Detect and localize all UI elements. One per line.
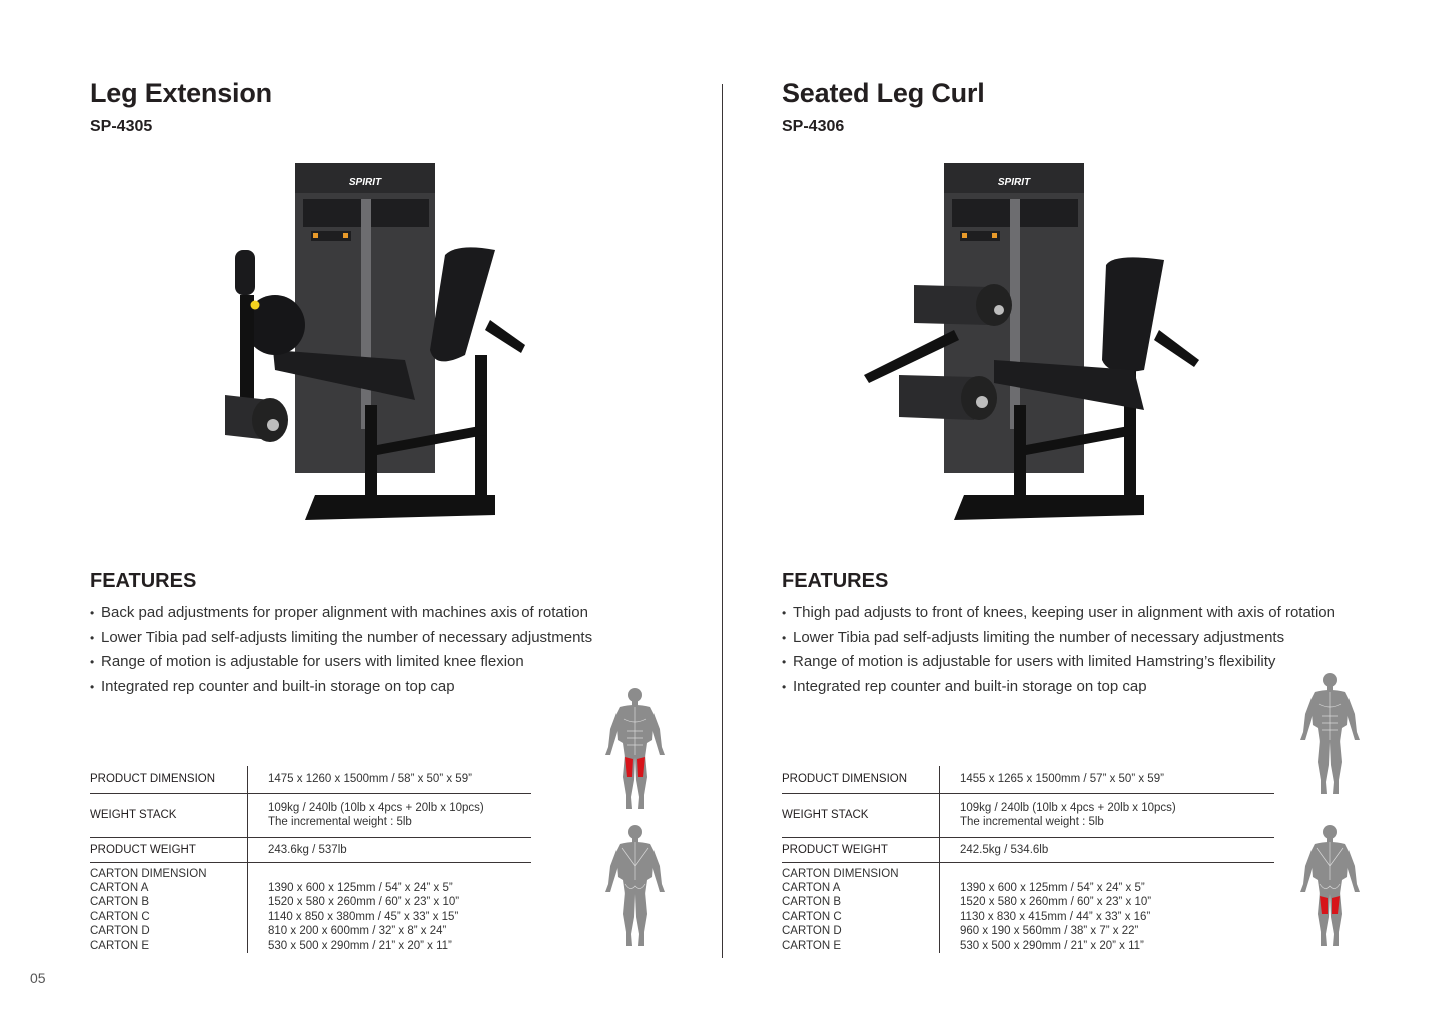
feature-item: •Range of motion is adjustable for users… [782, 650, 1335, 675]
spec-row-carton-dimension: CARTON DIMENSION CARTON A CARTON B CARTO… [90, 862, 531, 953]
spec-row-weight-stack: WEIGHT STACK 109kg / 240lb (10lb x 4pcs … [782, 793, 1274, 838]
muscle-diagram-front [1295, 670, 1365, 800]
spec-row-weight-stack: WEIGHT STACK 109kg / 240lb (10lb x 4pcs … [90, 793, 531, 838]
product-model-number: SP-4305 [90, 118, 153, 135]
feature-item: •Lower Tibia pad self-adjusts limiting t… [782, 626, 1335, 651]
spec-row-product-dimension: PRODUCT DIMENSION 1455 x 1265 x 1500mm /… [782, 766, 1274, 794]
spec-table: PRODUCT DIMENSION 1475 x 1260 x 1500mm /… [90, 766, 531, 953]
feature-item: •Integrated rep counter and built-in sto… [782, 675, 1335, 700]
muscle-diagram-back [600, 822, 670, 952]
bullet-icon: • [90, 679, 95, 694]
svg-text:SPIRIT: SPIRIT [349, 177, 382, 188]
muscle-diagram-back-hamstrings [1295, 822, 1365, 952]
machine-image-seated-leg-curl: SPIRIT [844, 155, 1214, 555]
product-title: Leg Extension [90, 78, 272, 108]
product-seated-leg-curl: Seated Leg Curl SP-4306 SPIRIT FEATURES … [782, 0, 1422, 1022]
features-heading: FEATURES [782, 570, 889, 592]
spec-table: PRODUCT DIMENSION 1455 x 1265 x 1500mm /… [782, 766, 1274, 953]
feature-item: •Thigh pad adjusts to front of knees, ke… [782, 601, 1335, 626]
page-number: 05 [30, 970, 46, 986]
product-title: Seated Leg Curl [782, 78, 985, 108]
spec-row-carton-dimension: CARTON DIMENSION CARTON A CARTON B CARTO… [782, 862, 1274, 953]
bullet-icon: • [90, 655, 95, 669]
bullet-icon: • [90, 630, 95, 645]
feature-item: •Range of motion is adjustable for users… [90, 650, 592, 675]
bullet-icon: • [782, 630, 787, 645]
feature-item: •Lower Tibia pad self-adjusts limiting t… [90, 626, 592, 651]
features-heading: FEATURES [90, 570, 197, 592]
features-list: •Thigh pad adjusts to front of knees, ke… [782, 601, 1335, 699]
features-list: •Back pad adjustments for proper alignme… [90, 601, 592, 699]
bullet-icon: • [782, 679, 787, 694]
spec-row-product-weight: PRODUCT WEIGHT 243.6kg / 537lb [90, 837, 531, 863]
spec-row-product-weight: PRODUCT WEIGHT 242.5kg / 534.6lb [782, 837, 1274, 863]
spec-row-product-dimension: PRODUCT DIMENSION 1475 x 1260 x 1500mm /… [90, 766, 531, 794]
page-divider [722, 84, 723, 958]
bullet-icon: • [90, 606, 95, 620]
bullet-icon: • [782, 606, 787, 620]
product-model-number: SP-4306 [782, 118, 845, 135]
product-leg-extension: Leg Extension SP-4305 SPIRIT FEATURES •B… [90, 0, 730, 1022]
svg-text:SPIRIT: SPIRIT [998, 177, 1031, 188]
feature-item: •Back pad adjustments for proper alignme… [90, 601, 592, 626]
bullet-icon: • [782, 655, 787, 669]
muscle-diagram-front-quadriceps [600, 685, 670, 815]
machine-image-leg-extension: SPIRIT [195, 155, 555, 555]
feature-item: •Integrated rep counter and built-in sto… [90, 675, 592, 700]
